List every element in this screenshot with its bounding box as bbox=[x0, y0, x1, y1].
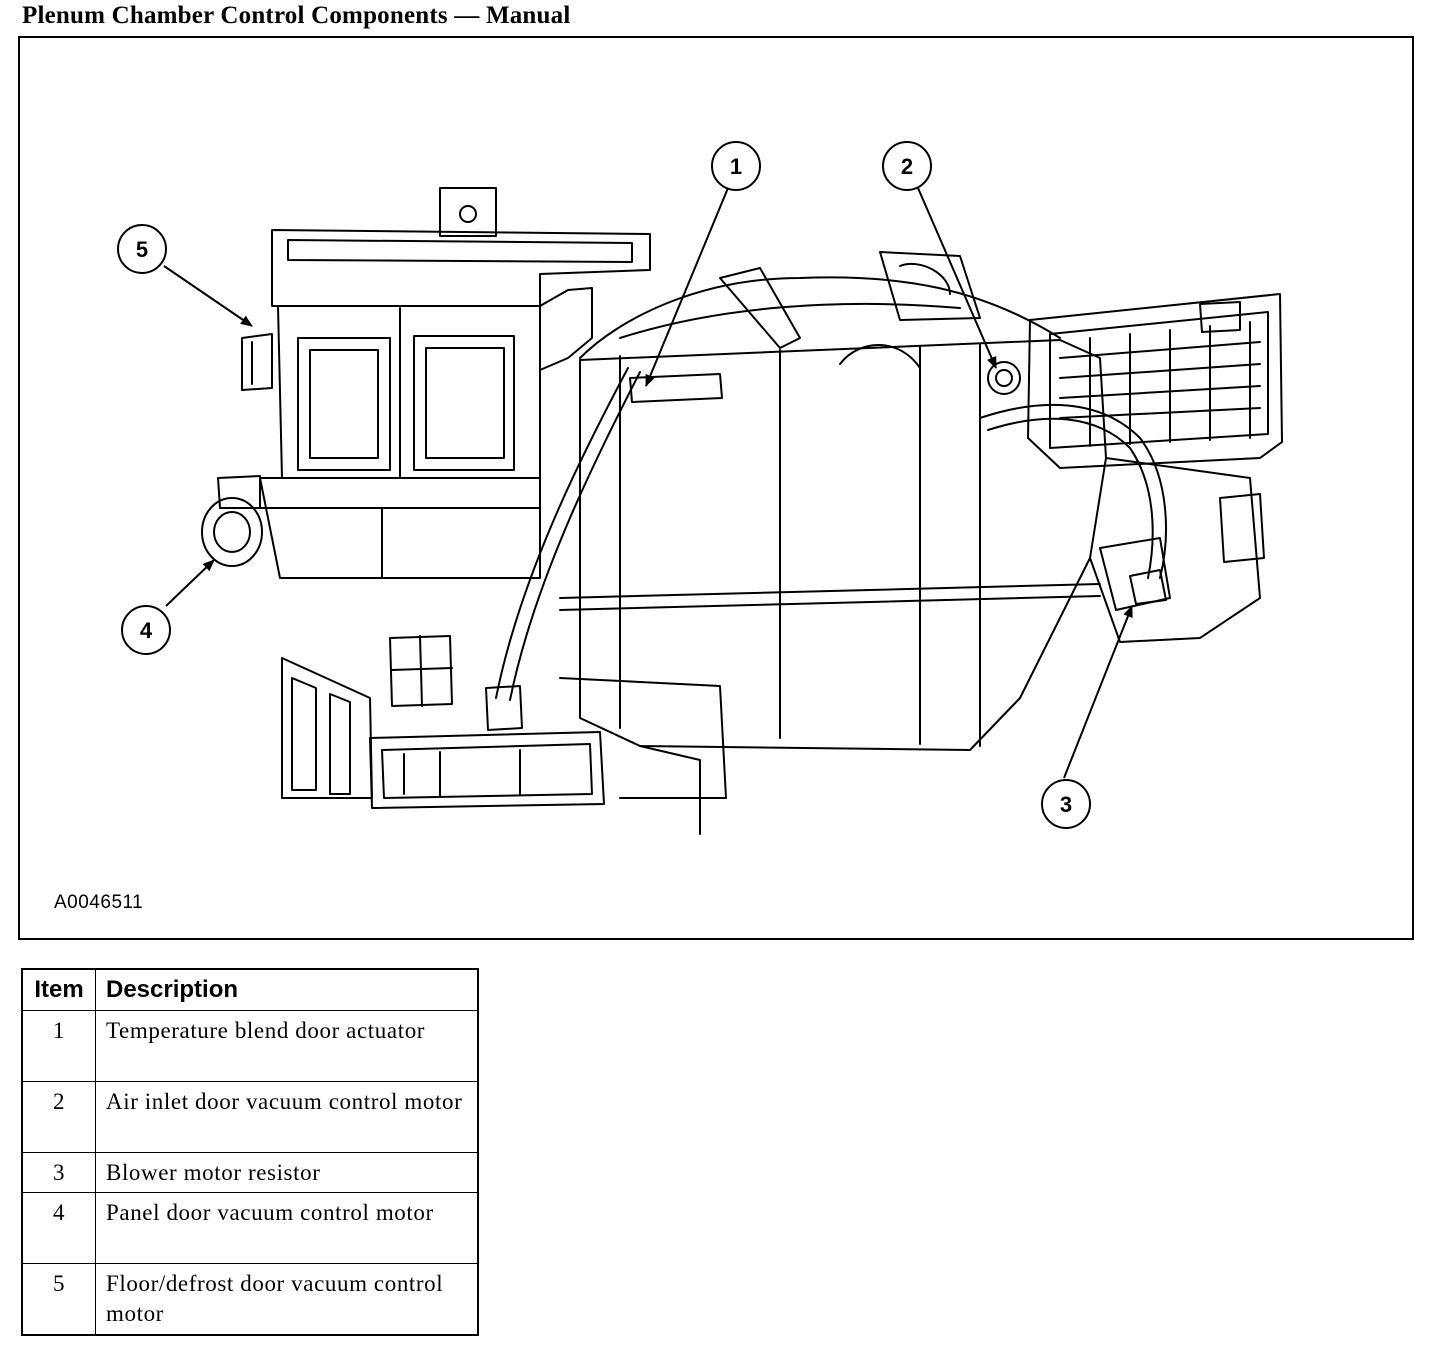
item-description: Temperature blend door actuator bbox=[95, 1010, 479, 1082]
callout-number: 4 bbox=[140, 618, 153, 643]
callout-2: 2 bbox=[882, 141, 932, 191]
callout-5: 5 bbox=[117, 224, 167, 274]
legend-table: Item Description 1 Temperature blend doo… bbox=[21, 968, 479, 1336]
table-row: 5 Floor/defrost door vacuum control moto… bbox=[21, 1263, 479, 1335]
page-title: Plenum Chamber Control Components — Manu… bbox=[22, 2, 571, 29]
left-housing-assembly bbox=[241, 187, 651, 579]
header-item: Item bbox=[21, 968, 96, 1011]
legend-header-row: Item Description bbox=[21, 968, 479, 1011]
table-row: 4 Panel door vacuum control motor bbox=[21, 1192, 479, 1264]
table-row: 3 Blower motor resistor bbox=[21, 1152, 479, 1193]
item-description: Air inlet door vacuum control motor bbox=[95, 1081, 479, 1153]
callout-3: 3 bbox=[1041, 779, 1091, 829]
callout-number: 3 bbox=[1060, 792, 1072, 817]
callout-4: 4 bbox=[121, 605, 171, 655]
leader-line-1 bbox=[645, 187, 729, 387]
panel-door-motor-shape bbox=[201, 475, 263, 567]
table-row: 1 Temperature blend door actuator bbox=[21, 1010, 479, 1082]
table-row: 2 Air inlet door vacuum control motor bbox=[21, 1081, 479, 1153]
item-number: 5 bbox=[21, 1263, 96, 1335]
leader-line-5 bbox=[163, 265, 253, 327]
vacuum-hose bbox=[495, 367, 1167, 701]
figure-id-label: A0046511 bbox=[54, 892, 144, 913]
diagram-figure: 1 2 3 4 5 A0046511 bbox=[18, 36, 1414, 940]
item-number: 2 bbox=[21, 1081, 96, 1153]
lower-outlet-ducts bbox=[281, 635, 727, 835]
item-number: 4 bbox=[21, 1192, 96, 1264]
item-description: Panel door vacuum control motor bbox=[95, 1192, 479, 1264]
item-description: Floor/defrost door vacuum control motor bbox=[95, 1263, 479, 1335]
callout-number: 5 bbox=[136, 237, 148, 262]
item-number: 3 bbox=[21, 1152, 96, 1193]
central-plenum-body bbox=[559, 251, 1107, 751]
leader-line-4 bbox=[165, 559, 215, 607]
right-blower-housing bbox=[987, 293, 1283, 643]
callout-number: 2 bbox=[901, 154, 913, 179]
callout-1: 1 bbox=[711, 141, 761, 191]
leader-line-3 bbox=[1063, 605, 1133, 779]
leader-line-2 bbox=[917, 187, 997, 369]
plenum-chamber-illustration: 1 2 3 4 5 bbox=[117, 141, 1283, 835]
item-number: 1 bbox=[21, 1010, 96, 1082]
callout-number: 1 bbox=[730, 154, 742, 179]
item-description: Blower motor resistor bbox=[95, 1152, 479, 1193]
header-description: Description bbox=[95, 968, 479, 1011]
